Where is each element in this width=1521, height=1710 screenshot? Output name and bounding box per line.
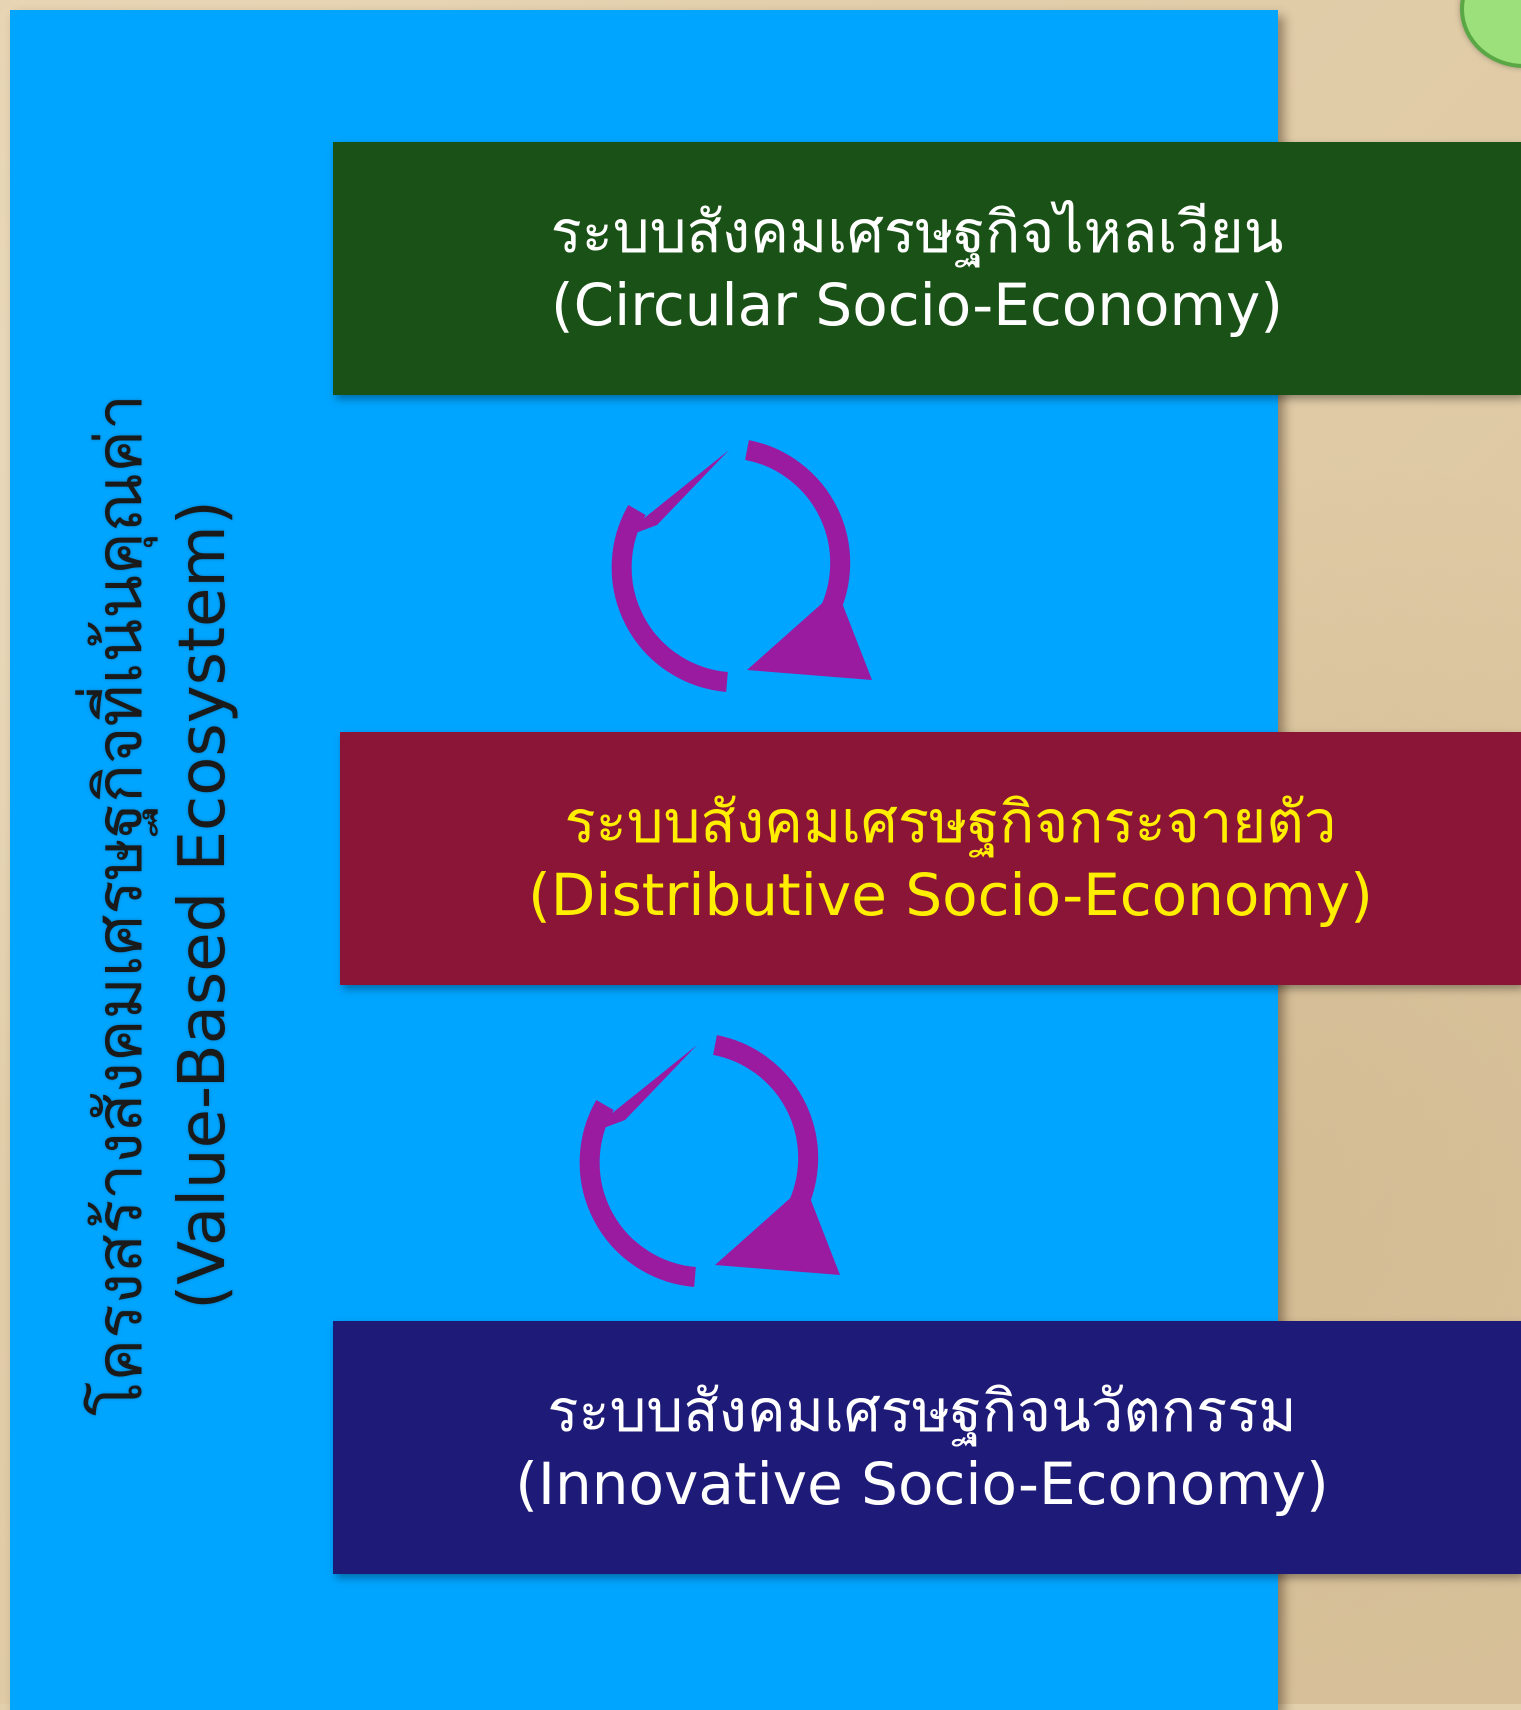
cycle-arrows-icon-1 (611, 440, 872, 692)
innovative-socio-economy-box: ระบบสังคมเศรษฐกิจนวัตกรรม (Innovative So… (333, 1321, 1521, 1574)
distributive-thai-label: ระบบสังคมเศรษฐกิจกระจายตัว (564, 788, 1337, 856)
distributive-socio-economy-box: ระบบสังคมเศรษฐกิจกระจายตัว (Distributive… (340, 732, 1521, 985)
side-title-thai: โครงสร้างสังคมเศรษฐกิจที่เน้นคุณค่า (82, 394, 157, 1416)
cycle-arrows-icon-2 (579, 1035, 840, 1287)
side-title: โครงสร้างสังคมเศรษฐกิจที่เน้นคุณค่า (Val… (79, 285, 245, 1525)
circular-socio-economy-box: ระบบสังคมเศรษฐกิจไหลเวียน (Circular Soci… (333, 142, 1521, 395)
side-title-english: (Value-Based Ecosystem) (166, 500, 240, 1310)
distributive-english-label: (Distributive Socio-Economy) (528, 860, 1373, 929)
circular-thai-label: ระบบสังคมเศรษฐกิจไหลเวียน (550, 198, 1284, 266)
innovative-english-label: (Innovative Socio-Economy) (515, 1449, 1329, 1518)
innovative-thai-label: ระบบสังคมเศรษฐกิจนวัตกรรม (547, 1377, 1297, 1445)
circular-english-label: (Circular Socio-Economy) (551, 270, 1283, 339)
